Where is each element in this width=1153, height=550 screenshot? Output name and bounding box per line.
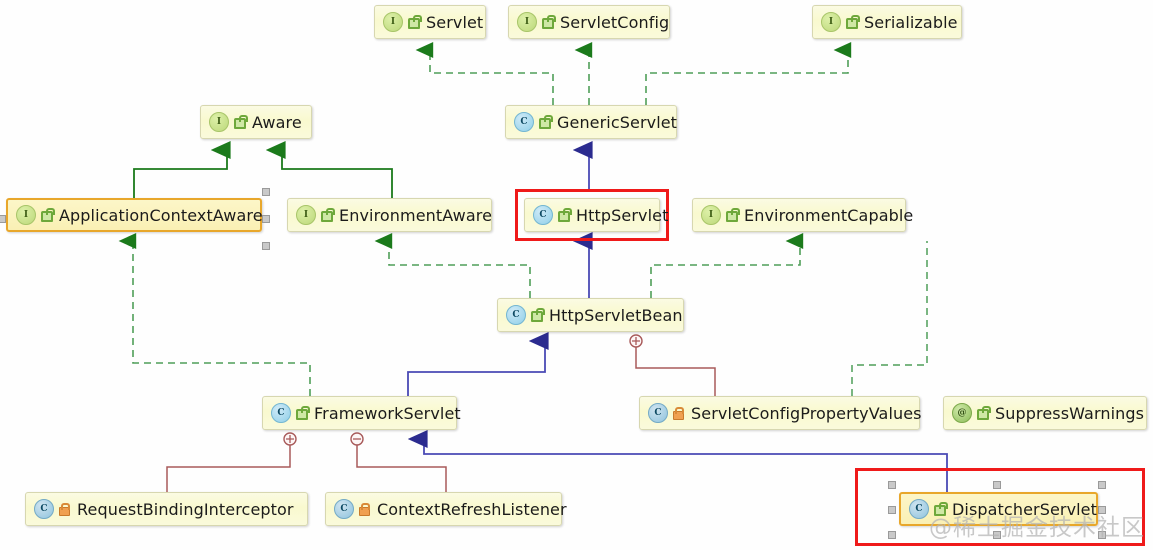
class-node-contextRefreshListener[interactable]: C ContextRefreshListener [325, 492, 567, 526]
interface-icon: I [209, 112, 229, 132]
class-node-environmentAware[interactable]: I EnvironmentAware [287, 198, 492, 232]
class-node-label: DispatcherServlet [952, 499, 1098, 519]
class-icon: C [514, 112, 534, 132]
edge-httpServletBean-implements-environmentCapable [650, 233, 804, 298]
interface-icon: I [16, 205, 36, 225]
public-visibility-icon [530, 308, 545, 322]
private-visibility-icon [58, 502, 70, 516]
private-visibility-icon [358, 502, 370, 516]
edge-environmentAware-extends-aware [265, 141, 393, 198]
interface-icon: I [821, 12, 841, 32]
class-node-label: SuppressWarnings [995, 403, 1145, 423]
public-visibility-icon [40, 208, 55, 222]
public-visibility-icon [725, 208, 740, 222]
class-node-label: ServletConfigPropertyValues [691, 403, 922, 423]
class-icon: C [909, 499, 929, 519]
class-node-aware[interactable]: I Aware [200, 105, 312, 139]
class-icon: C [334, 499, 354, 519]
class-icon: C [533, 205, 553, 225]
edge-servletConfigPropertyValues-innerclass-httpServletBean [629, 334, 716, 396]
class-node-label: ServletConfig [560, 12, 670, 32]
class-node-label: EnvironmentAware [339, 205, 493, 225]
private-visibility-icon [672, 406, 684, 420]
interface-icon: I [383, 12, 403, 32]
public-visibility-icon [976, 406, 991, 420]
public-visibility-icon [295, 406, 310, 420]
public-visibility-icon [407, 15, 422, 29]
public-visibility-icon [320, 208, 335, 222]
class-node-servletConfig[interactable]: I ServletConfig [508, 5, 670, 39]
class-node-suppressWarnings[interactable]: @ SuppressWarnings [943, 396, 1147, 430]
dispatcherServlet-highlight-box [855, 468, 1145, 546]
interface-icon: I [296, 205, 316, 225]
edge-frameworkServlet-extends-httpServletBean [407, 332, 549, 396]
class-icon: C [648, 403, 668, 423]
class-node-environmentCapable[interactable]: I EnvironmentCapable [692, 198, 913, 232]
public-visibility-icon [557, 208, 572, 222]
public-visibility-icon [933, 502, 948, 516]
class-node-label: ContextRefreshListener [377, 499, 567, 519]
class-node-genericServlet[interactable]: C GenericServlet [505, 105, 677, 139]
class-node-serializable[interactable]: I Serializable [812, 5, 962, 39]
class-node-label: RequestBindingInterceptor [77, 499, 294, 519]
class-node-servletConfigPropertyValues[interactable]: C ServletConfigPropertyValues [639, 396, 922, 430]
class-icon: C [506, 305, 526, 325]
edge-applicationContextAware-extends-aware [133, 141, 231, 198]
annotation-icon: @ [952, 403, 972, 423]
edge-servletConfigPropertyValues-annotated-suppressWarnings [851, 241, 928, 396]
edge-genericServlet-implements-servlet [415, 42, 554, 105]
watermark: @稀土掘金技术社区 [929, 515, 1145, 541]
class-node-label: HttpServlet [576, 205, 669, 225]
edge-httpServletBean-implements-environmentAware [374, 233, 531, 298]
class-node-frameworkServlet[interactable]: C FrameworkServlet [262, 396, 461, 430]
class-node-httpServlet[interactable]: C HttpServlet [524, 198, 668, 232]
public-visibility-icon [845, 15, 860, 29]
public-visibility-icon [538, 115, 553, 129]
class-node-applicationContextAware[interactable]: I ApplicationContextAware [6, 198, 263, 232]
class-node-servlet[interactable]: I Servlet [374, 5, 486, 39]
public-visibility-icon [541, 15, 556, 29]
class-icon: C [34, 499, 54, 519]
class-node-label: EnvironmentCapable [744, 205, 914, 225]
edge-requestBindingInterceptor-innerclass-frameworkServlet [166, 432, 297, 492]
class-node-label: HttpServletBean [549, 305, 683, 325]
class-node-label: Serializable [864, 12, 958, 32]
class-node-httpServletBean[interactable]: C HttpServletBean [497, 298, 684, 332]
interface-icon: I [701, 205, 721, 225]
class-node-requestBindingInterceptor[interactable]: C RequestBindingInterceptor [25, 492, 308, 526]
class-node-label: ApplicationContextAware [59, 205, 263, 225]
edge-contextRefreshListener-innerclass-frameworkServlet [350, 432, 447, 492]
edge-frameworkServlet-implements-applicationContextAware [118, 233, 311, 396]
class-node-label: GenericServlet [557, 112, 678, 132]
public-visibility-icon [233, 115, 248, 129]
interface-icon: I [517, 12, 537, 32]
class-icon: C [271, 403, 291, 423]
class-node-label: Servlet [426, 12, 484, 32]
class-node-label: FrameworkServlet [314, 403, 461, 423]
class-node-dispatcherServlet[interactable]: C DispatcherServlet [899, 492, 1098, 526]
edge-genericServlet-implements-serializable [645, 42, 852, 105]
class-node-label: Aware [252, 112, 302, 132]
